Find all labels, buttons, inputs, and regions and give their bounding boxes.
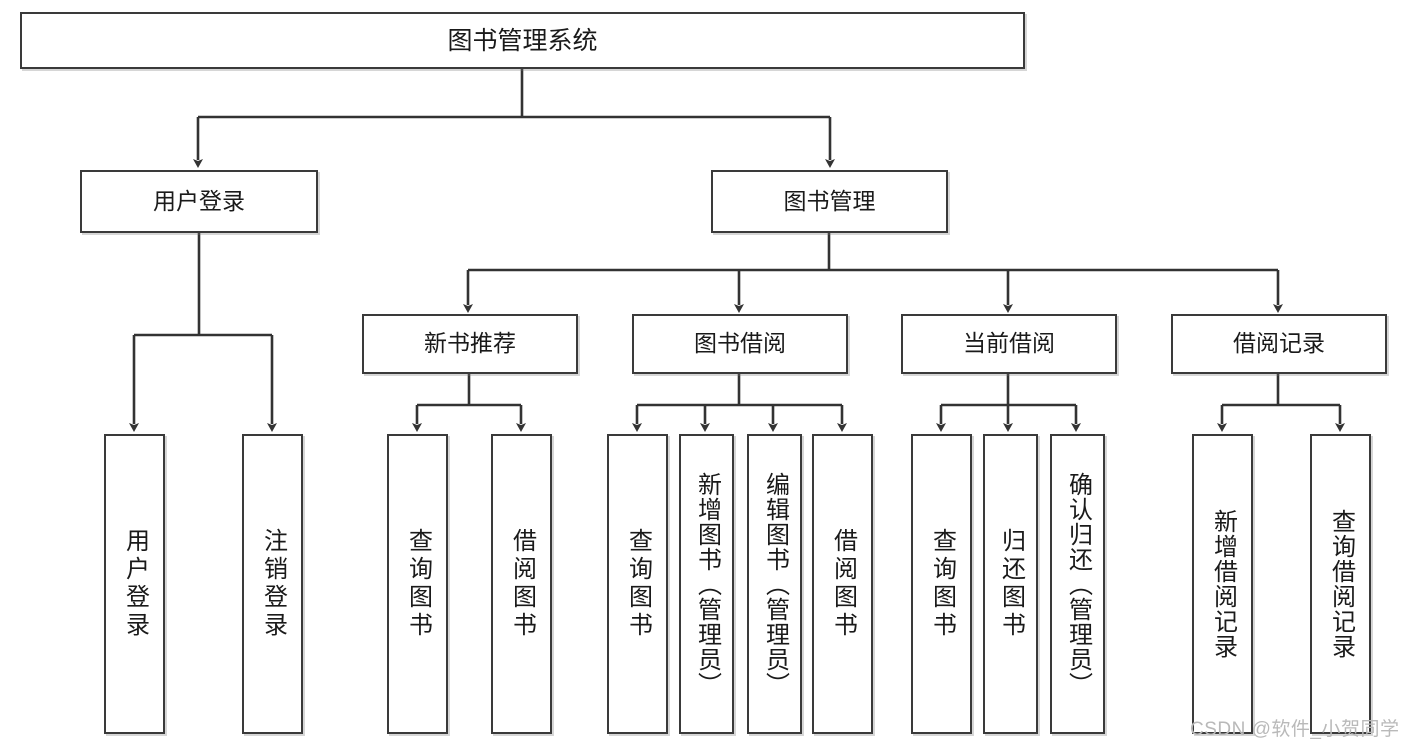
node-current-borrow[interactable]: 当前借阅: [901, 314, 1117, 374]
node-leaf-query-book-3-label: 查询图书: [928, 528, 956, 640]
node-book-borrow-label: 图书借阅: [694, 330, 786, 357]
node-leaf-add-record-label: 新增借阅记录: [1209, 509, 1237, 659]
node-leaf-confirm-return-label: 确认归还（管理员）: [1064, 471, 1092, 697]
node-user-login-label: 用户登录: [153, 187, 245, 214]
node-leaf-borrow-book-2-label: 借阅图书: [829, 528, 857, 640]
node-borrow-record[interactable]: 借阅记录: [1171, 314, 1387, 374]
node-leaf-query-book-1-label: 查询图书: [404, 528, 432, 640]
node-leaf-user-login-label: 用户登录: [121, 528, 149, 640]
node-borrow-record-label: 借阅记录: [1233, 330, 1325, 357]
node-leaf-user-login[interactable]: 用户登录: [104, 434, 165, 734]
node-leaf-add-book-label: 新增图书（管理员）: [693, 471, 721, 697]
node-book-manage[interactable]: 图书管理: [711, 170, 948, 233]
node-root-label: 图书管理系统: [447, 26, 598, 55]
node-leaf-query-record-label: 查询借阅记录: [1327, 509, 1355, 659]
node-leaf-edit-book[interactable]: 编辑图书（管理员）: [747, 434, 802, 734]
node-leaf-edit-book-label: 编辑图书（管理员）: [761, 471, 789, 697]
node-book-borrow[interactable]: 图书借阅: [632, 314, 848, 374]
node-leaf-query-book-1[interactable]: 查询图书: [387, 434, 448, 734]
node-leaf-query-book-3[interactable]: 查询图书: [911, 434, 972, 734]
node-leaf-query-book-2-label: 查询图书: [624, 528, 652, 640]
node-leaf-logout-label: 注销登录: [259, 528, 287, 640]
node-new-book-rec[interactable]: 新书推荐: [362, 314, 578, 374]
csdn-watermark: CSDN @软件_小贺同学: [1190, 719, 1400, 740]
node-root[interactable]: 图书管理系统: [20, 12, 1025, 69]
node-user-login[interactable]: 用户登录: [80, 170, 318, 233]
node-leaf-borrow-book-1-label: 借阅图书: [508, 528, 536, 640]
node-leaf-return-book[interactable]: 归还图书: [983, 434, 1038, 734]
node-leaf-add-record[interactable]: 新增借阅记录: [1192, 434, 1253, 734]
node-leaf-borrow-book-1[interactable]: 借阅图书: [491, 434, 552, 734]
node-leaf-add-book[interactable]: 新增图书（管理员）: [679, 434, 734, 734]
node-new-book-rec-label: 新书推荐: [424, 330, 516, 357]
node-leaf-borrow-book-2[interactable]: 借阅图书: [812, 434, 873, 734]
node-book-manage-label: 图书管理: [783, 187, 876, 214]
node-current-borrow-label: 当前借阅: [963, 330, 1055, 357]
node-leaf-query-record[interactable]: 查询借阅记录: [1310, 434, 1371, 734]
node-leaf-return-book-label: 归还图书: [997, 528, 1025, 640]
node-leaf-query-book-2[interactable]: 查询图书: [607, 434, 668, 734]
node-leaf-logout[interactable]: 注销登录: [242, 434, 303, 734]
node-leaf-confirm-return[interactable]: 确认归还（管理员）: [1050, 434, 1105, 734]
